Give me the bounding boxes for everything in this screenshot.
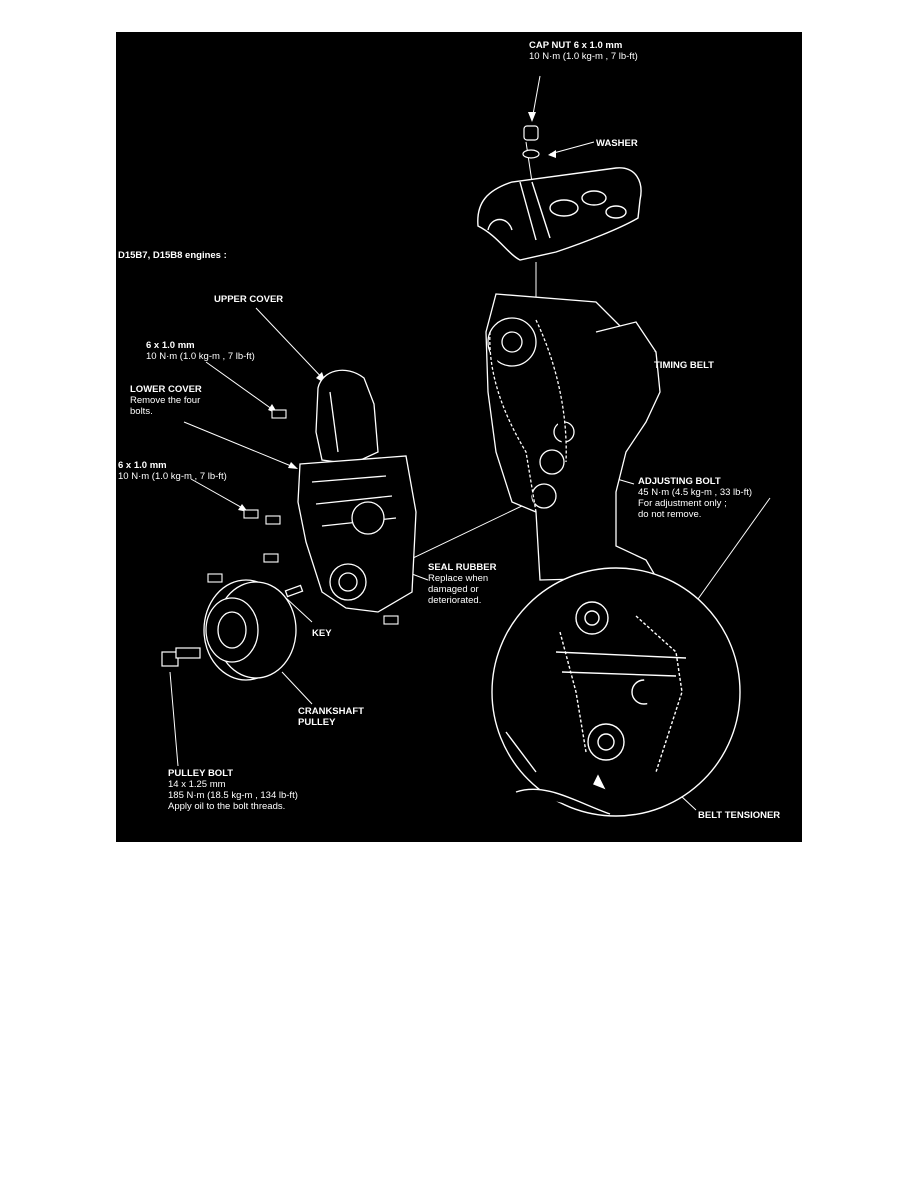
- lower-bolt-torque: 10 N·m (1.0 kg-m , 7 lb-ft): [118, 471, 227, 482]
- lower-cover-title: LOWER COVER: [130, 384, 202, 395]
- pulley-bolt-note: Apply oil to the bolt threads.: [168, 801, 286, 812]
- label-key: KEY: [312, 628, 332, 639]
- pulley-bolt-torque: 185 N·m (18.5 kg-m , 134 lb-ft): [168, 790, 298, 801]
- label-crankshaft-pulley: CRANKSHAFT PULLEY: [298, 706, 364, 728]
- seal-rubber-note-1: Replace when: [428, 573, 489, 584]
- label-upper-cover: UPPER COVER: [214, 294, 283, 305]
- lower-cover-note-1: Remove the four: [130, 395, 201, 406]
- label-seal-rubber: SEAL RUBBER Replace when damaged or dete…: [428, 562, 496, 606]
- engine-illustration: [161, 75, 771, 817]
- upper-cover-title: UPPER COVER: [214, 294, 284, 305]
- cap-nut-part: [522, 125, 540, 159]
- seal-rubber-note-3: deteriorated.: [428, 595, 482, 606]
- upper-cover-part: [315, 369, 379, 465]
- crankshaft-pulley-title-2: PULLEY: [298, 717, 336, 728]
- upper-bolt-torque: 10 N·m (1.0 kg-m , 7 lb-ft): [146, 351, 255, 362]
- pulley-bolt-part: [161, 647, 201, 667]
- cover-bolts: [207, 409, 399, 625]
- crankshaft-pulley-title: CRANKSHAFT: [298, 706, 364, 717]
- lower-bolt-title: 6 x 1.0 mm: [118, 460, 167, 471]
- cylinder-head-cover: [477, 167, 642, 261]
- seal-rubber-title: SEAL RUBBER: [428, 562, 497, 573]
- washer-title: WASHER: [596, 138, 638, 149]
- label-upper-bolt: 6 x 1.0 mm 10 N·m (1.0 kg-m , 7 lb-ft): [146, 340, 255, 362]
- engines-heading: D15B7, D15B8 engines :: [118, 250, 227, 261]
- engines-heading-text: D15B7, D15B8 engines :: [118, 250, 227, 261]
- label-pulley-bolt: PULLEY BOLT 14 x 1.25 mm 185 N·m (18.5 k…: [168, 768, 298, 812]
- label-cap-nut: CAP NUT 6 x 1.0 mm 10 N·m (1.0 kg-m , 7 …: [529, 40, 638, 62]
- lower-cover-note-2: bolts.: [130, 406, 153, 417]
- upper-bolt-title: 6 x 1.0 mm: [146, 340, 195, 351]
- adjusting-bolt-note-2: do not remove.: [638, 509, 702, 520]
- label-adjusting-bolt: ADJUSTING BOLT 45 N·m (4.5 kg-m , 33 lb-…: [638, 476, 752, 520]
- engine-block: [485, 293, 661, 581]
- adjusting-bolt-note-1: For adjustment only ;: [638, 498, 727, 509]
- key-title: KEY: [312, 628, 332, 639]
- label-lower-bolt: 6 x 1.0 mm 10 N·m (1.0 kg-m , 7 lb-ft): [118, 460, 227, 482]
- belt-tensioner-title: BELT TENSIONER: [698, 810, 781, 821]
- timing-belt-diagram: CAP NUT 6 x 1.0 mm 10 N·m (1.0 kg-m , 7 …: [116, 32, 802, 842]
- lower-cover-part: [297, 455, 417, 613]
- cap-nut-title: CAP NUT 6 x 1.0 mm: [529, 40, 623, 51]
- seal-rubber-note-2: damaged or: [428, 584, 479, 595]
- cap-nut-torque: 10 N·m (1.0 kg-m , 7 lb-ft): [529, 51, 638, 62]
- label-washer: WASHER: [596, 138, 638, 149]
- adjusting-bolt-title: ADJUSTING BOLT: [638, 476, 721, 487]
- label-lower-cover: LOWER COVER Remove the four bolts.: [130, 384, 202, 417]
- timing-belt-title: TIMING BELT: [654, 360, 714, 371]
- pulley-bolt-title: PULLEY BOLT: [168, 768, 234, 779]
- label-timing-belt: TIMING BELT: [654, 360, 714, 371]
- adjusting-bolt-torque: 45 N·m (4.5 kg-m , 33 lb-ft): [638, 487, 753, 498]
- detail-circle: [491, 567, 741, 817]
- crankshaft-pulley-part: [203, 579, 304, 681]
- pulley-bolt-size: 14 x 1.25 mm: [168, 779, 226, 790]
- label-belt-tensioner: BELT TENSIONER: [698, 810, 780, 821]
